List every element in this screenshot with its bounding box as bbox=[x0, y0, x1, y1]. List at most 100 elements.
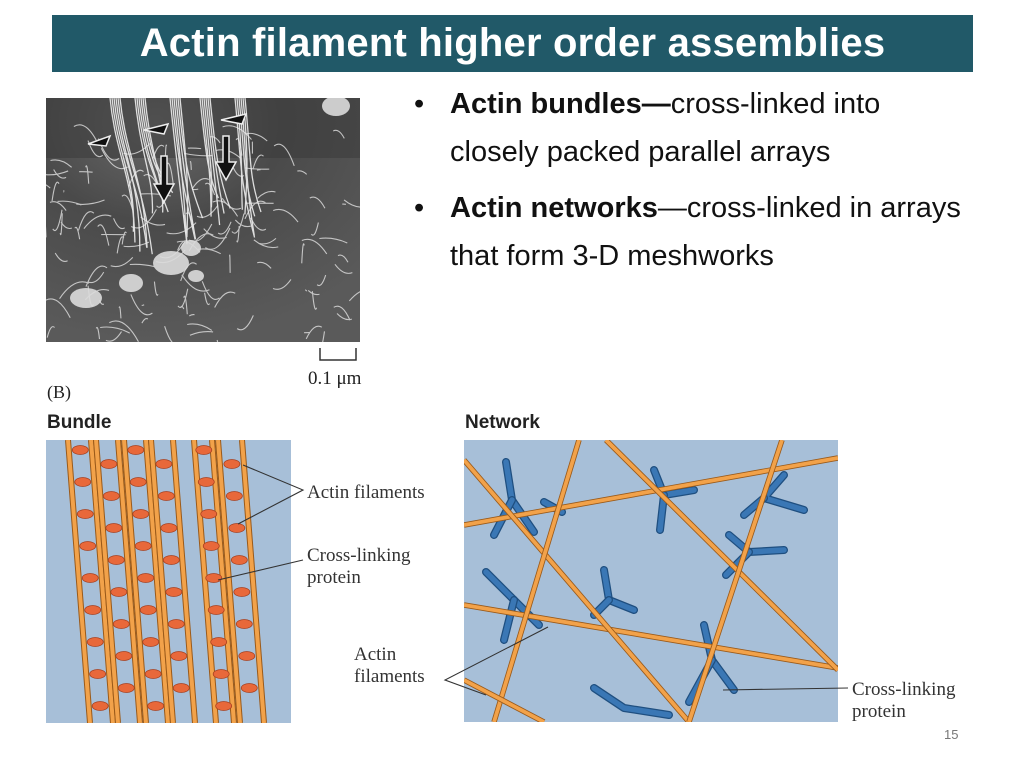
mesh-fiber bbox=[85, 165, 90, 184]
bundle-crosslinking-protein bbox=[81, 573, 99, 583]
mesh-fiber bbox=[204, 292, 211, 306]
micrograph-particle bbox=[181, 240, 201, 256]
mesh-fiber bbox=[59, 213, 63, 236]
mesh-fiber bbox=[336, 313, 353, 321]
slide-title: Actin filament higher order assemblies bbox=[139, 21, 886, 65]
bundle-crosslinking-protein bbox=[160, 523, 178, 533]
bullet-bold-term: Actin networks bbox=[450, 192, 658, 224]
network-label-actin-filaments: Actin filaments bbox=[354, 644, 425, 687]
mesh-fiber bbox=[130, 294, 153, 316]
bundle-crosslinking-protein bbox=[139, 605, 157, 615]
mesh-fiber bbox=[164, 326, 173, 342]
mesh-fiber bbox=[232, 167, 245, 177]
mesh-fiber bbox=[231, 213, 245, 234]
mesh-fiber bbox=[51, 181, 60, 202]
mesh-fiber bbox=[188, 314, 195, 317]
bundle-crosslinking-protein bbox=[225, 491, 243, 501]
mesh-fiber bbox=[272, 279, 292, 290]
micrograph-particle bbox=[322, 98, 350, 116]
mesh-fiber bbox=[52, 209, 63, 232]
mesh-fiber bbox=[189, 331, 214, 336]
mesh-fiber bbox=[252, 154, 264, 170]
bundle-actin-filament bbox=[171, 440, 197, 723]
mesh-fiber bbox=[257, 190, 276, 199]
bundle-label-crosslinking-protein: Cross-linking protein bbox=[307, 545, 411, 588]
mesh-fiber bbox=[332, 129, 345, 139]
bundle-crosslinking-protein bbox=[127, 445, 145, 455]
bundle-crosslinking-protein bbox=[172, 683, 190, 693]
mesh-fiber bbox=[304, 289, 308, 292]
bundle-crosslinking-protein bbox=[162, 555, 180, 565]
arrowhead-markers bbox=[87, 112, 248, 147]
bundle-actin-filament bbox=[216, 440, 242, 723]
bundle-crosslinking-protein bbox=[228, 523, 246, 533]
bundle-crosslinking-protein bbox=[112, 619, 130, 629]
mesh-fiber bbox=[253, 239, 279, 249]
mesh-fiber bbox=[113, 218, 126, 230]
micrograph-bundle-fiber bbox=[175, 98, 197, 240]
bundle-crosslinking-protein bbox=[197, 477, 215, 487]
network-diagram bbox=[464, 440, 838, 722]
network-heading: Network bbox=[465, 412, 540, 433]
micrograph-bundle-fiber bbox=[173, 98, 188, 245]
bundle-crosslinking-protein bbox=[86, 637, 104, 647]
mesh-fiber bbox=[301, 238, 328, 255]
micrograph-bundle-fiber bbox=[119, 98, 148, 248]
mesh-fiber bbox=[221, 197, 242, 210]
mesh-fiber bbox=[153, 281, 159, 296]
bundle-crosslinking-protein bbox=[137, 573, 155, 583]
bundle-actin-filament bbox=[89, 440, 115, 723]
bundle-crosslinking-protein bbox=[105, 523, 123, 533]
micrograph-bundle-fiber bbox=[203, 98, 213, 208]
bundle-crosslinking-protein bbox=[205, 573, 223, 583]
micrograph-bundle-fiber bbox=[134, 98, 154, 214]
mesh-fiber bbox=[201, 281, 220, 300]
micrograph-particle bbox=[119, 274, 143, 292]
bundle-crosslinking-protein bbox=[84, 605, 102, 615]
bundle-actin-filament bbox=[149, 440, 175, 723]
bundle-crosslinking-protein bbox=[200, 509, 218, 519]
mesh-fiber bbox=[50, 159, 73, 168]
mesh-fiber bbox=[297, 170, 308, 175]
bundle-diagram bbox=[46, 440, 291, 723]
mesh-fiber bbox=[46, 170, 69, 176]
mesh-fiber bbox=[348, 291, 360, 302]
mesh-fiber bbox=[236, 315, 254, 331]
mesh-fiber bbox=[322, 331, 326, 342]
micrograph-bundle-fiber bbox=[111, 98, 135, 232]
mesh-fiber bbox=[46, 184, 51, 189]
mesh-fiber bbox=[311, 291, 318, 310]
bundle-crosslinking-protein bbox=[74, 477, 92, 487]
mesh-fiber bbox=[307, 290, 320, 296]
bundle-crosslinking-protein bbox=[134, 541, 152, 551]
mesh-fiber bbox=[177, 288, 189, 308]
mesh-fiber bbox=[183, 295, 188, 315]
mesh-fiber bbox=[205, 227, 231, 250]
mesh-fiber bbox=[217, 221, 232, 235]
bundle-crosslinking-protein bbox=[142, 637, 160, 647]
bundle-crosslinking-protein bbox=[240, 683, 258, 693]
bundle-crosslinking-protein bbox=[110, 587, 128, 597]
bundle-crosslinking-protein bbox=[215, 701, 233, 711]
bundle-actin-filament bbox=[192, 440, 218, 723]
mesh-fiber bbox=[256, 169, 261, 171]
mesh-fiber bbox=[118, 306, 122, 319]
bundle-crosslinking-protein bbox=[223, 459, 241, 469]
scale-bar bbox=[319, 348, 357, 361]
mesh-fiber bbox=[309, 196, 326, 209]
mesh-fiber bbox=[116, 236, 125, 254]
bundle-crosslinking-protein bbox=[144, 669, 162, 679]
bundle-actin-filament bbox=[66, 440, 92, 723]
bundle-actin-filament bbox=[94, 440, 120, 723]
network-actin-filament bbox=[604, 440, 838, 672]
scale-label: 0.1 μm bbox=[308, 368, 362, 389]
micrograph-bundle-fiber bbox=[244, 98, 262, 213]
mesh-fiber bbox=[272, 208, 299, 223]
micrograph-particle bbox=[70, 288, 102, 308]
bundle-crosslinking-protein bbox=[210, 637, 228, 647]
bundle-crosslinking-protein bbox=[195, 445, 213, 455]
bundle-heading: Bundle bbox=[47, 412, 112, 433]
bundle-crosslinking-protein bbox=[207, 605, 225, 615]
bullet-text: —cross-linked in arrays that form 3-D me… bbox=[450, 192, 961, 272]
mesh-fiber bbox=[46, 298, 71, 318]
